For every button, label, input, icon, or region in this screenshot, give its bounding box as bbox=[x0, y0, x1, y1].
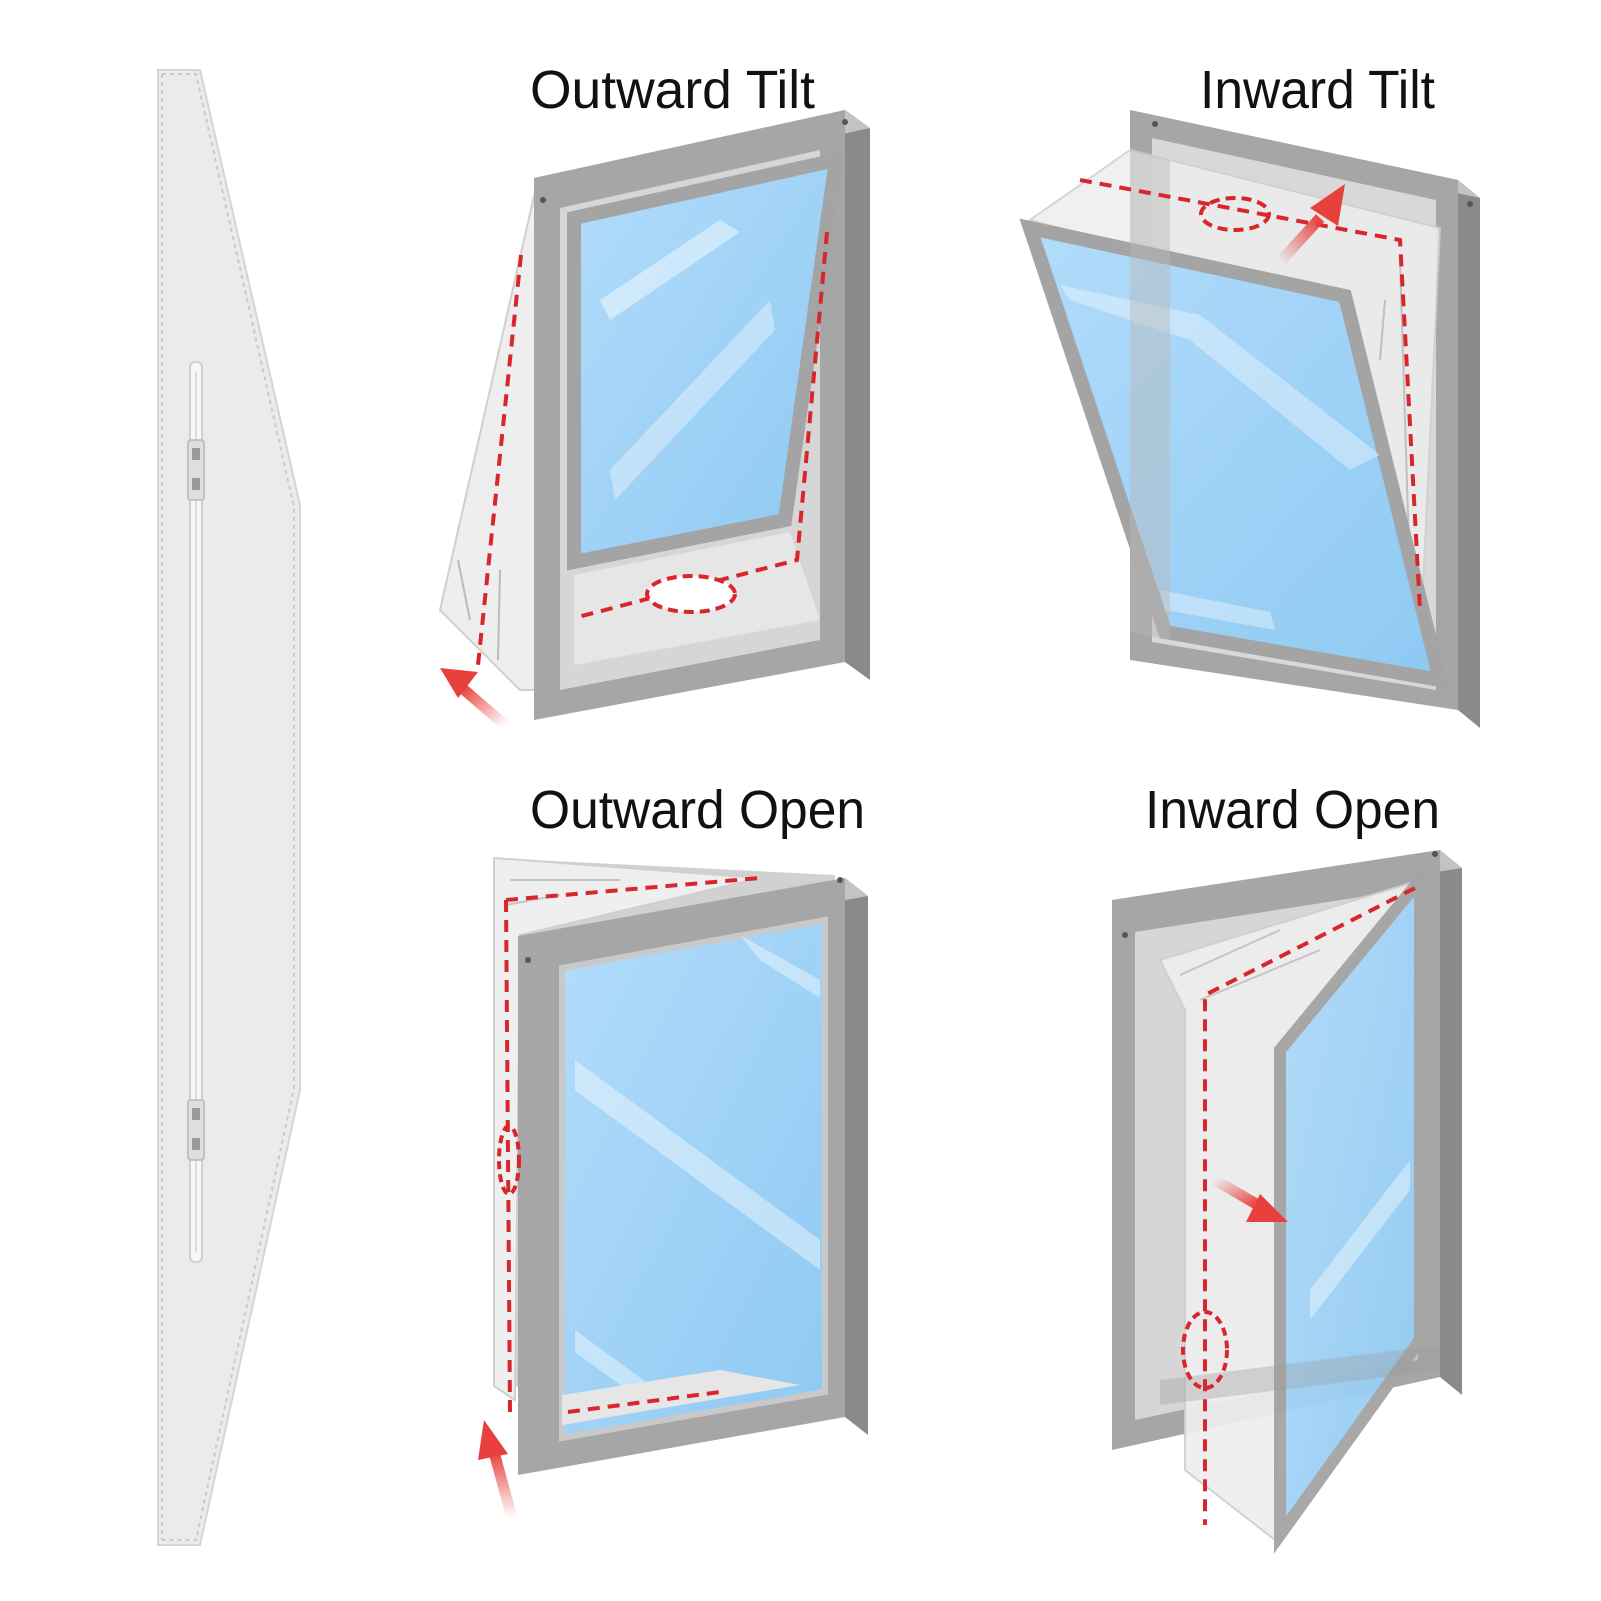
red-arrow-icon bbox=[1275, 184, 1345, 266]
inward-tilt-panel: Inward Tilt bbox=[1019, 60, 1480, 728]
outward-tilt-panel: Outward Tilt bbox=[438, 60, 870, 730]
red-arrow-icon bbox=[1212, 1175, 1288, 1222]
red-arrow-icon bbox=[478, 1420, 518, 1520]
seal-dash-outline bbox=[1079, 178, 1422, 611]
seal-dash-outline bbox=[497, 876, 761, 1414]
outward-tilt-label: Outward Tilt bbox=[530, 60, 815, 120]
seal-dash-outline bbox=[476, 231, 829, 666]
outward-open-label: Outward Open bbox=[530, 780, 865, 840]
red-arrow-icon bbox=[440, 668, 509, 730]
hook-loop-fastener-icon bbox=[187, 439, 205, 1161]
seal-dash-outline bbox=[1181, 886, 1416, 1525]
outward-open-panel: Outward Open bbox=[478, 780, 868, 1520]
inward-tilt-label: Inward Tilt bbox=[1200, 60, 1435, 120]
seal-sheet-icon bbox=[157, 69, 301, 1546]
inward-open-panel: Inward Open bbox=[1112, 780, 1462, 1554]
inward-open-label: Inward Open bbox=[1145, 780, 1440, 840]
